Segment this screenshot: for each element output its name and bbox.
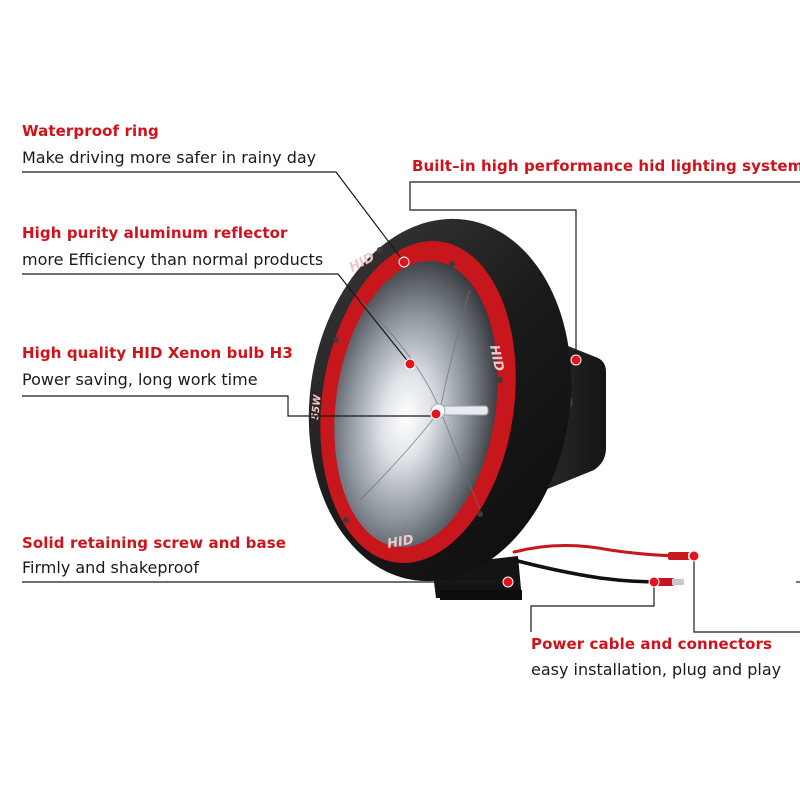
marker-retaining-screw bbox=[502, 576, 514, 588]
callout-bulb-title: High quality HID Xenon bulb H3 bbox=[22, 344, 293, 362]
callout-screw-title: Solid retaining screw and base bbox=[22, 534, 287, 552]
leader-cable bbox=[530, 582, 655, 632]
callout-lighting-title: Built–in high performance hid lighting s… bbox=[412, 157, 800, 175]
leader-reflector bbox=[22, 273, 411, 365]
reflector-facets bbox=[359, 289, 481, 511]
callout-reflector-title: High purity aluminum reflector bbox=[22, 224, 288, 242]
marker-bulb bbox=[430, 408, 442, 420]
leader-waterproof bbox=[22, 171, 405, 263]
marker-waterproof-ring bbox=[398, 256, 410, 268]
callout-cable-title: Power cable and connectors bbox=[531, 635, 773, 653]
leader-lighting bbox=[409, 181, 800, 360]
power-cable bbox=[512, 544, 698, 586]
reflector-lens bbox=[334, 260, 498, 548]
marker-reflector bbox=[404, 358, 416, 370]
callout-waterproof-title: Waterproof ring bbox=[22, 122, 159, 140]
leader-bulb bbox=[22, 395, 436, 417]
leader-cable-2 bbox=[693, 560, 800, 633]
callout-reflector-desc: more Efficiency than normal products bbox=[22, 250, 324, 269]
callout-screw-desc: Firmly and shakeproof bbox=[22, 558, 199, 577]
marker-lighting-system bbox=[570, 354, 582, 366]
ring-screws bbox=[333, 247, 503, 523]
ring-text-ring-text-side: HID bbox=[486, 344, 506, 373]
callout-bulb-desc: Power saving, long work time bbox=[22, 370, 258, 389]
callout-waterproof-desc: Make driving more safer in rainy day bbox=[22, 148, 317, 167]
marker-connector-1 bbox=[648, 576, 660, 588]
marker-connector-2 bbox=[688, 550, 700, 562]
ring-text-ring-text-bottom: HID bbox=[386, 533, 415, 552]
ring-text-ring-text-left: 55W bbox=[310, 393, 324, 420]
callout-cable-desc: easy installation, plug and play bbox=[531, 660, 782, 679]
